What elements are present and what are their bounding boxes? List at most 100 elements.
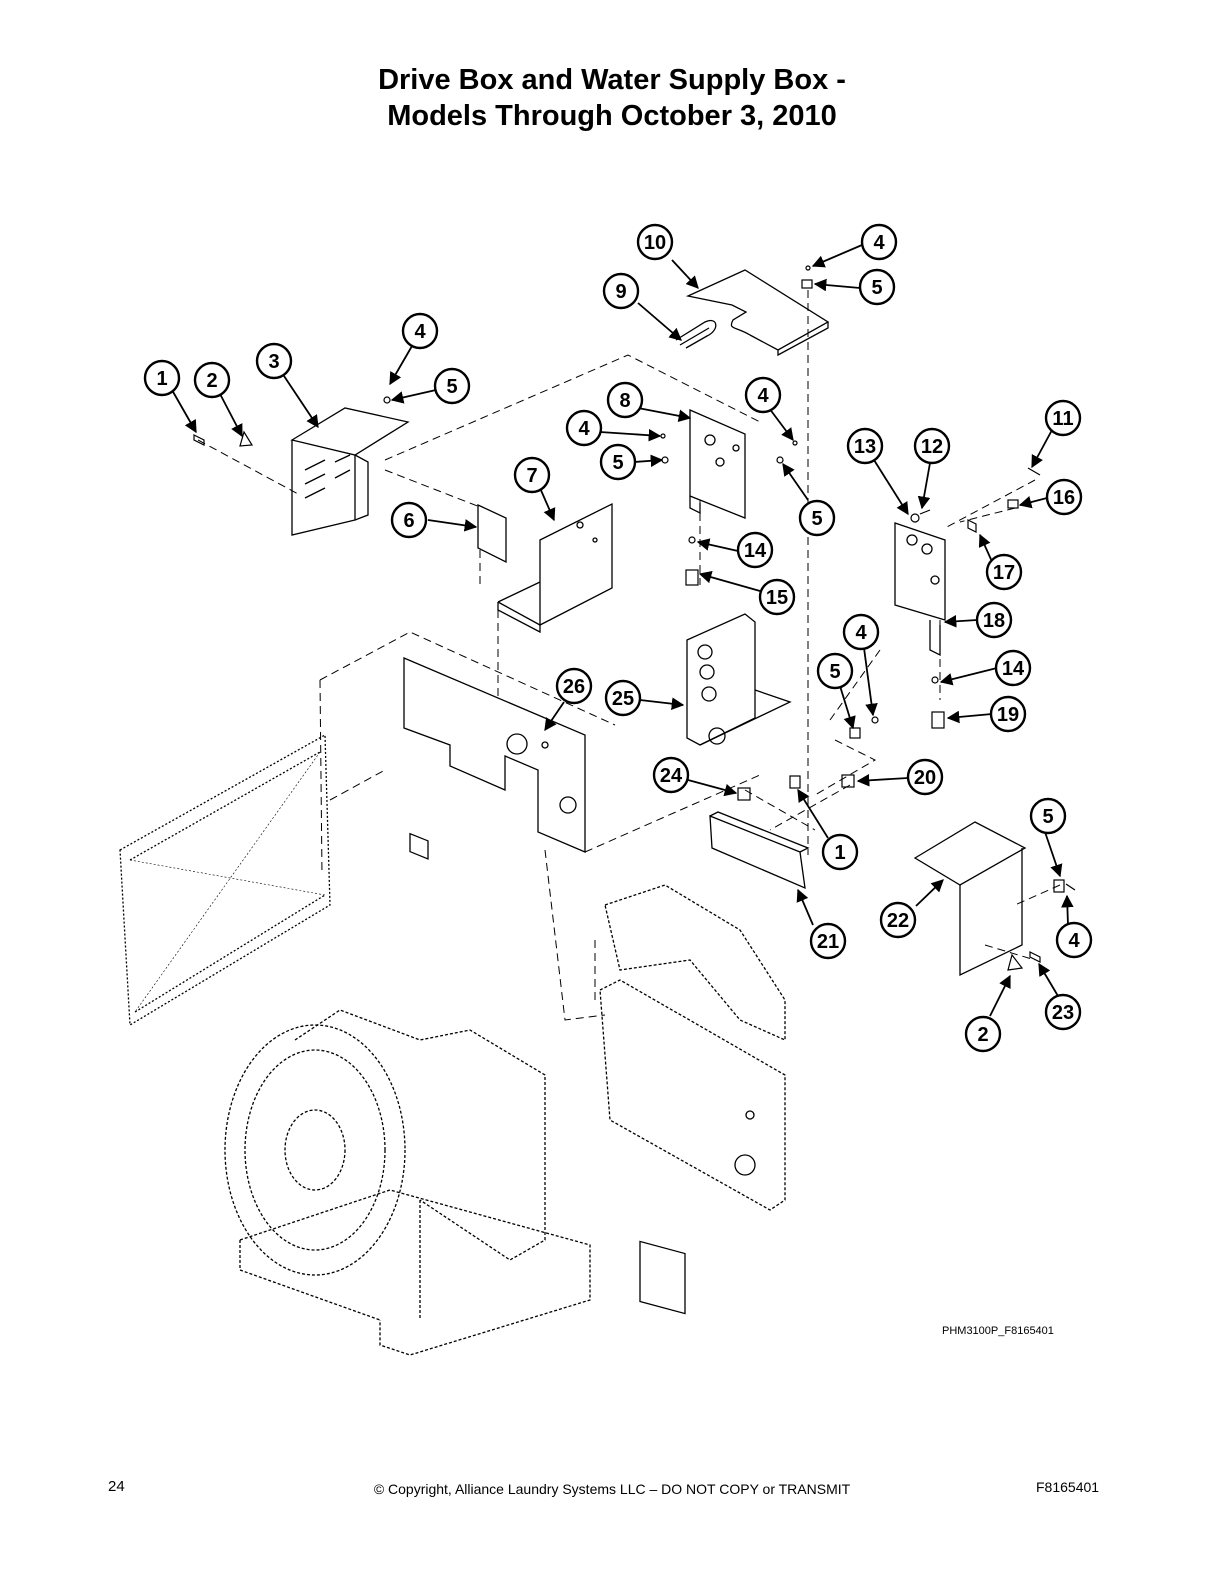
part-3-bracket-drawing [290, 407, 410, 536]
callout-11: 11 [1044, 399, 1082, 437]
svg-text:19: 19 [997, 704, 1019, 726]
svg-text:25: 25 [612, 688, 634, 710]
callout-14-b: 14 [994, 649, 1032, 687]
svg-text:15: 15 [766, 587, 788, 609]
svg-text:16: 16 [1053, 487, 1075, 509]
svg-text:7: 7 [526, 465, 537, 487]
callout-5-a: 5 [433, 367, 471, 405]
callout-5-f: 5 [1029, 797, 1067, 835]
document-code: F8165401 [1036, 1479, 1100, 1495]
svg-text:4: 4 [873, 232, 885, 254]
callout-2-top-left: 2 [193, 361, 231, 399]
svg-text:18: 18 [983, 610, 1005, 632]
svg-text:6: 6 [403, 510, 414, 532]
part-25-box-drawing [686, 613, 792, 746]
svg-text:5: 5 [612, 452, 623, 474]
callout-22: 22 [879, 901, 917, 939]
callout-20: 20 [906, 758, 944, 796]
svg-text:4: 4 [855, 622, 867, 644]
callout-13: 13 [846, 427, 884, 465]
callout-5-e: 5 [816, 652, 854, 690]
svg-text:14: 14 [1002, 658, 1025, 680]
copyright-notice: © Copyright, Alliance Laundry Systems LL… [373, 1481, 851, 1497]
part-7-bracket-drawing [497, 502, 613, 634]
svg-text:2: 2 [206, 370, 217, 392]
svg-text:9: 9 [615, 281, 626, 303]
svg-text:13: 13 [854, 436, 876, 458]
door-frame-drawing [119, 733, 331, 1027]
part-drawings [119, 269, 1027, 1356]
svg-text:20: 20 [914, 767, 936, 789]
svg-text:26: 26 [563, 676, 585, 698]
svg-text:22: 22 [887, 910, 909, 932]
svg-text:3: 3 [268, 351, 279, 373]
callout-16: 16 [1045, 478, 1083, 516]
callout-18: 18 [975, 601, 1013, 639]
part-10-top-plate-drawing [685, 269, 830, 357]
callout-4-a: 4 [401, 312, 439, 350]
callout-25: 25 [604, 679, 642, 717]
svg-text:5: 5 [446, 376, 457, 398]
callout-4-c: 4 [744, 376, 782, 414]
rear-enclosure-drawing [599, 884, 786, 1211]
callout-14-a: 14 [736, 531, 774, 569]
svg-text:17: 17 [993, 562, 1015, 584]
callout-24: 24 [652, 756, 690, 794]
callout-5-b: 5 [599, 443, 637, 481]
part-22-cover-drawing [913, 821, 1027, 977]
callout-7: 7 [513, 456, 551, 494]
svg-text:1: 1 [834, 842, 845, 864]
callout-21: 21 [809, 922, 847, 960]
callout-15: 15 [758, 578, 796, 616]
callout-17: 17 [985, 553, 1023, 591]
part-8-panel-drawing [689, 409, 746, 519]
callout-4-d: 4 [860, 223, 898, 261]
enclosure-window-drawing [639, 1240, 686, 1315]
svg-text:11: 11 [1052, 408, 1073, 430]
page-title: Drive Box and Water Supply Box - Models … [0, 62, 1224, 134]
callout-2-bottom: 2 [964, 1015, 1002, 1053]
title-line-2: Models Through October 3, 2010 [387, 100, 837, 132]
part-26-panel-drawing [403, 657, 586, 860]
callout-4-f: 4 [1055, 921, 1093, 959]
callout-1-top-left: 1 [143, 359, 181, 397]
figure-reference-code: PHM3100P_F8165401 [942, 1325, 1054, 1337]
svg-text:5: 5 [811, 508, 822, 530]
svg-text:5: 5 [871, 277, 882, 299]
svg-text:14: 14 [744, 540, 767, 562]
callout-3: 3 [255, 342, 293, 380]
svg-text:4: 4 [757, 385, 769, 407]
svg-text:23: 23 [1052, 1002, 1074, 1024]
drum-assembly-drawing [224, 1009, 591, 1356]
callout-19: 19 [989, 695, 1027, 733]
svg-text:8: 8 [619, 390, 630, 412]
svg-text:5: 5 [829, 661, 840, 683]
svg-text:4: 4 [578, 418, 590, 440]
part-9-channel-drawing [675, 319, 717, 349]
callout-23: 23 [1044, 993, 1082, 1031]
callout-1-bottom: 1 [821, 833, 859, 871]
callout-5-c: 5 [798, 499, 836, 537]
part-6-plate-drawing [477, 503, 507, 564]
callout-26: 26 [555, 667, 593, 705]
svg-text:5: 5 [1042, 806, 1053, 828]
svg-text:1: 1 [156, 368, 167, 390]
hardware-parts [193, 265, 1076, 971]
callout-5-d: 5 [858, 268, 896, 306]
page-number: 24 [108, 1478, 125, 1495]
callout-4-e: 4 [842, 613, 880, 651]
callout-leaders [171, 244, 1074, 1017]
callout-8: 8 [606, 381, 644, 419]
svg-text:2: 2 [977, 1024, 988, 1046]
svg-text:21: 21 [817, 931, 839, 953]
part-18-panel-drawing [894, 522, 946, 657]
svg-text:4: 4 [1068, 930, 1080, 952]
svg-text:4: 4 [414, 321, 426, 343]
svg-text:10: 10 [644, 232, 666, 254]
callout-6: 6 [390, 501, 428, 539]
part-21-channel-drawing [709, 811, 810, 890]
callout-4-b: 4 [565, 409, 603, 447]
svg-text:24: 24 [660, 765, 683, 787]
callout-10: 10 [636, 223, 674, 261]
